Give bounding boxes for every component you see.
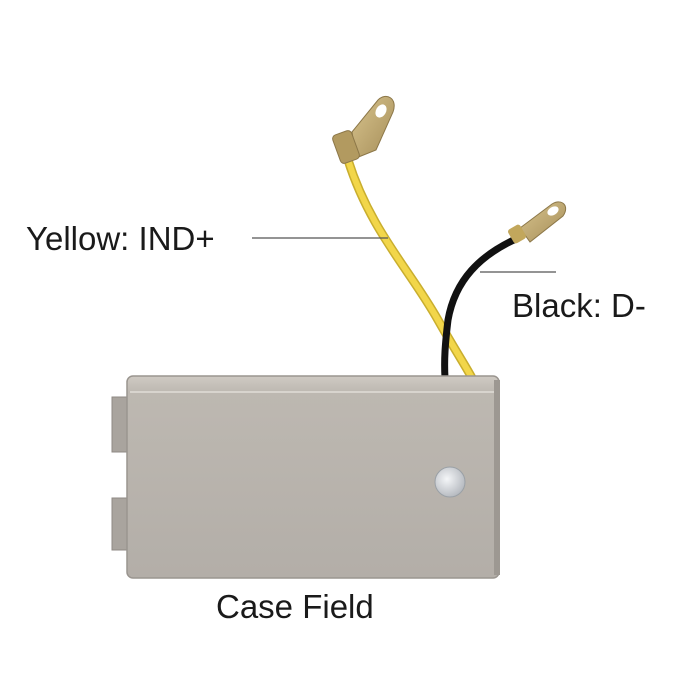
regulator-case [111,375,500,579]
black-wire-label: Black: D- [512,287,646,324]
case-screw [434,466,466,498]
yellow-wire [343,155,477,383]
yellow-wire-label: Yellow: IND+ [26,220,215,257]
black-ring-terminal [508,201,567,244]
black-wire [441,234,522,382]
case-field-label: Case Field [216,588,374,625]
yellow-ring-terminal [332,96,395,164]
